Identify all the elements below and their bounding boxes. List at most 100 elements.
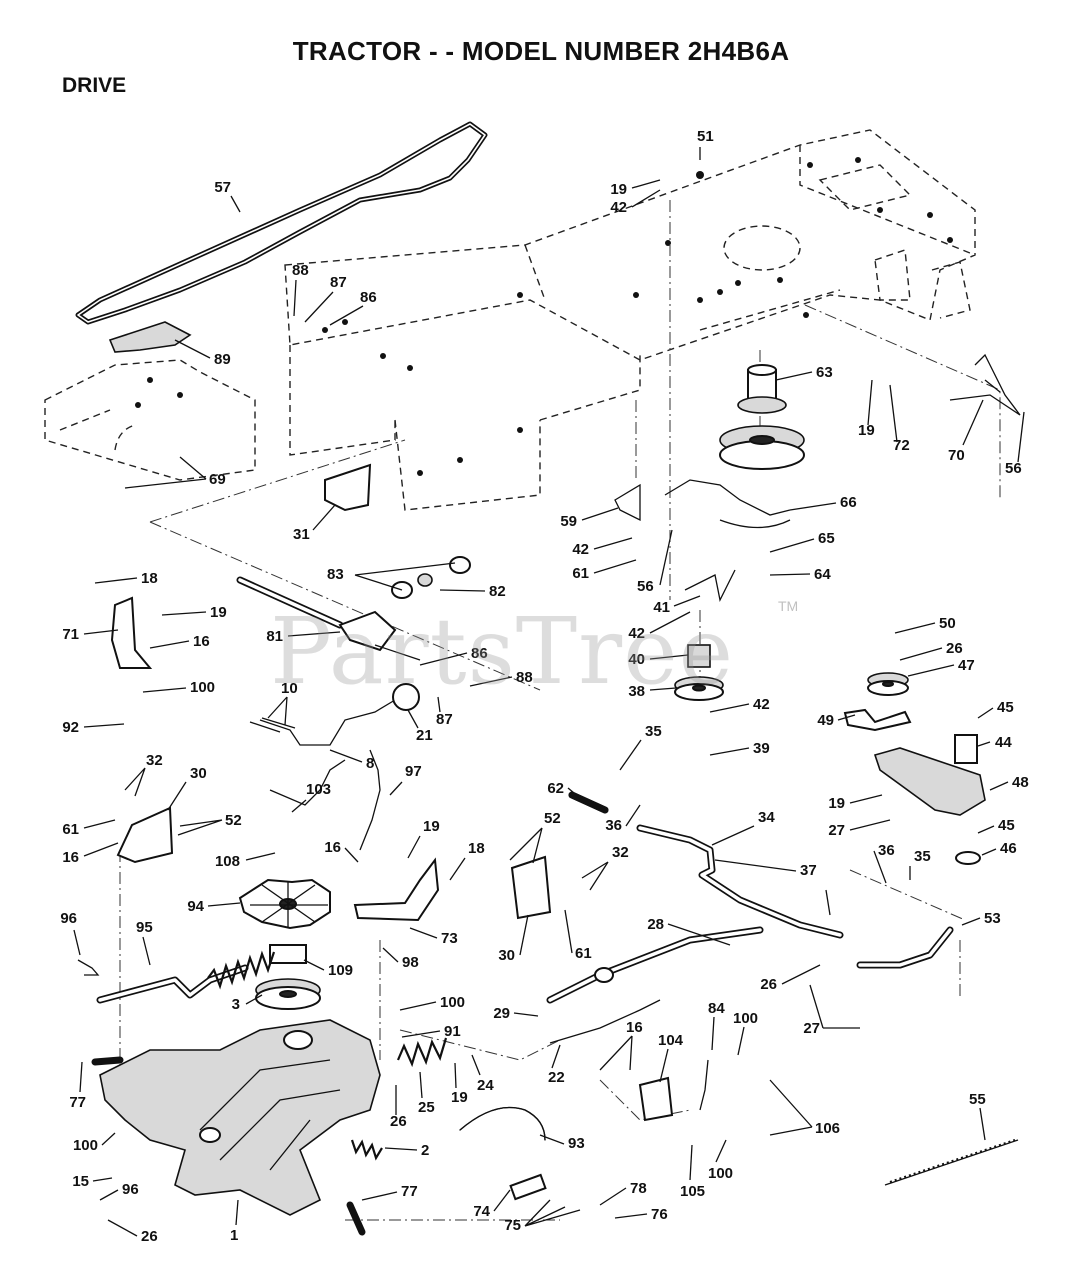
callout-26c: 26 <box>141 1228 158 1245</box>
callout-86: 86 <box>360 289 377 306</box>
callout-40: 40 <box>628 651 645 668</box>
callout-62: 62 <box>547 780 564 797</box>
callout-84: 84 <box>708 1000 725 1017</box>
fan-hub <box>269 944 307 964</box>
callout-34: 34 <box>758 809 775 826</box>
callout-46: 46 <box>1000 840 1017 857</box>
callout-42: 42 <box>610 199 627 216</box>
callout-87: 87 <box>330 274 347 291</box>
watermark-trademark: TM <box>778 598 799 614</box>
callout-71: 71 <box>62 626 79 643</box>
idler-arm <box>873 747 986 816</box>
callout-65: 65 <box>818 530 835 547</box>
shift-rod <box>96 950 276 1004</box>
bracket <box>324 463 372 512</box>
callout-42b: 42 <box>572 541 589 558</box>
callout-49: 49 <box>817 712 834 729</box>
callout-70: 70 <box>948 447 965 464</box>
callout-16c: 16 <box>324 839 341 856</box>
callout-64: 64 <box>814 566 831 583</box>
callout-95: 95 <box>136 919 153 936</box>
callout-35: 35 <box>645 723 662 740</box>
drive-belt <box>75 121 488 325</box>
callout-3: 3 <box>232 996 240 1013</box>
spring-2 <box>350 1139 383 1161</box>
callout-25: 25 <box>418 1099 435 1116</box>
callout-55: 55 <box>969 1091 986 1108</box>
callout-76: 76 <box>651 1206 668 1223</box>
callout-50: 50 <box>939 615 956 632</box>
callout-108: 108 <box>215 853 240 870</box>
callout-77: 77 <box>69 1094 86 1111</box>
callout-30b: 30 <box>498 947 515 964</box>
callout-26b: 26 <box>760 976 777 993</box>
callout-61: 61 <box>572 565 589 582</box>
callout-87b: 87 <box>436 711 453 728</box>
callout-39: 39 <box>753 740 770 757</box>
callout-98: 98 <box>402 954 419 971</box>
hose <box>459 1106 546 1141</box>
callout-19c: 19 <box>210 604 227 621</box>
callout-92: 92 <box>62 719 79 736</box>
callout-88: 88 <box>292 262 309 279</box>
spring-band <box>664 479 791 516</box>
callout-15: 15 <box>72 1173 89 1190</box>
callout-36: 36 <box>605 817 622 834</box>
callout-30: 30 <box>190 765 207 782</box>
callout-26: 26 <box>946 640 963 657</box>
callout-73: 73 <box>441 930 458 947</box>
spring-55 <box>884 1138 1019 1186</box>
callout-41: 41 <box>653 599 670 616</box>
bracket-41 <box>684 569 736 602</box>
callout-59: 59 <box>560 513 577 530</box>
callout-100e: 100 <box>73 1137 98 1154</box>
callout-104: 104 <box>658 1032 684 1049</box>
callout-19b: 19 <box>858 422 875 439</box>
callout-1: 1 <box>230 1227 238 1244</box>
callout-16d: 16 <box>626 1019 643 1036</box>
cooling-fan <box>238 878 331 930</box>
knob <box>392 683 420 711</box>
callout-72: 72 <box>893 437 910 454</box>
callout-94: 94 <box>187 898 204 915</box>
callout-66: 66 <box>840 494 857 511</box>
callout-96: 96 <box>60 910 77 927</box>
rod-53 <box>856 926 954 969</box>
callout-109: 109 <box>328 962 353 979</box>
transmission-pulley <box>255 978 321 1010</box>
callout-105: 105 <box>680 1183 705 1200</box>
callout-86b: 86 <box>471 645 488 662</box>
rod-97 <box>359 749 381 851</box>
callout-56b: 56 <box>637 578 654 595</box>
pins-10 <box>249 717 296 733</box>
callout-78: 78 <box>630 1180 647 1197</box>
brake-lever <box>259 699 396 806</box>
frame-chassis <box>44 129 976 511</box>
cable-22 <box>549 999 661 1044</box>
callout-19d: 19 <box>828 795 845 812</box>
rod-28 <box>546 926 764 1004</box>
washers-83 <box>391 556 471 599</box>
grip-62 <box>568 791 609 814</box>
callout-82: 82 <box>489 583 506 600</box>
callout-83: 83 <box>327 566 344 583</box>
callout-36b: 36 <box>878 842 895 859</box>
callout-18: 18 <box>141 570 158 587</box>
callout-97: 97 <box>405 763 422 780</box>
callout-47: 47 <box>958 657 975 674</box>
callout-48: 48 <box>1012 774 1029 791</box>
belt-guide <box>108 321 192 353</box>
link-106 <box>699 1059 709 1111</box>
section-label: DRIVE <box>62 74 127 97</box>
pin-74 <box>509 1173 547 1201</box>
callout-10: 10 <box>281 680 298 697</box>
callout-93: 93 <box>568 1135 585 1152</box>
callout-77b: 77 <box>401 1183 418 1200</box>
callout-29: 29 <box>493 1005 510 1022</box>
callout-35b: 35 <box>914 848 931 865</box>
callout-38: 38 <box>628 683 645 700</box>
callout-74: 74 <box>473 1203 490 1220</box>
callout-88b: 88 <box>516 669 533 686</box>
callout-57: 57 <box>214 179 231 196</box>
hairpin-96 <box>77 959 100 976</box>
